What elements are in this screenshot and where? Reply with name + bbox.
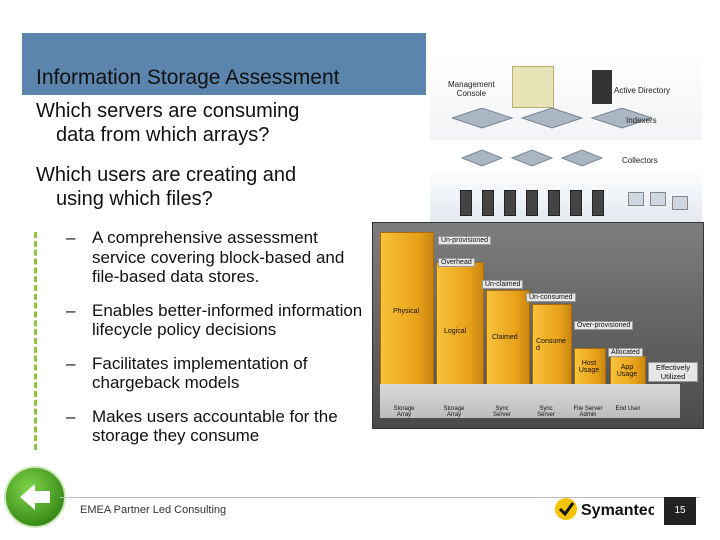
indexer-collector-network-icon bbox=[452, 108, 652, 167]
chart-icon-row bbox=[380, 384, 680, 418]
bar-claimed bbox=[486, 290, 530, 386]
architecture-diagram bbox=[430, 60, 702, 140]
question-users: Which users are creating and using which… bbox=[36, 164, 297, 210]
bullet-item: –Makes users accountable for the storage… bbox=[66, 406, 338, 446]
bar-physical bbox=[380, 232, 434, 386]
callout-overprovisioned: Over-provisioned bbox=[574, 321, 634, 330]
icon-label: Sync Server bbox=[537, 406, 555, 418]
bullet-item: –Facilitates implementation of chargebac… bbox=[66, 353, 308, 393]
indexers-label: Indexers bbox=[626, 116, 657, 125]
back-arrow-icon bbox=[20, 484, 50, 510]
server-icon bbox=[482, 190, 494, 216]
symantec-logo-mark: Symantec. bbox=[555, 498, 661, 520]
icon-label: End User bbox=[615, 406, 641, 412]
bar-consumed bbox=[532, 304, 572, 386]
server-icon bbox=[570, 190, 582, 216]
callout-overhead: Overhead bbox=[438, 258, 475, 267]
title-bar bbox=[22, 33, 426, 95]
column-label-app-usage: App Usage bbox=[616, 364, 638, 378]
icon-label: Storage Array bbox=[443, 406, 465, 418]
callout-effectively-utilized: Effectively Utilized bbox=[648, 362, 698, 382]
callout-allocated: Allocated bbox=[608, 348, 643, 357]
management-console-label: Management Console bbox=[448, 80, 495, 98]
symantec-logo: Symantec. bbox=[554, 494, 661, 529]
question-servers: Which servers are consuming data from wh… bbox=[36, 100, 300, 146]
desktop-icon bbox=[672, 196, 688, 210]
callout-unprovisioned: Un-provisioned bbox=[438, 236, 492, 245]
decorative-dash-line bbox=[34, 232, 37, 450]
server-icon bbox=[460, 190, 472, 216]
column-label-consumed: Consumed bbox=[536, 338, 566, 352]
bullet-item: –A comprehensive assessment service cove… bbox=[66, 228, 345, 286]
callout-unconsumed: Un-consumed bbox=[526, 293, 576, 302]
server-icon bbox=[504, 190, 516, 216]
bar-logical bbox=[436, 262, 484, 386]
icon-label: Storage Array bbox=[393, 406, 415, 418]
slide-title: Information Storage Assessment bbox=[36, 66, 340, 89]
column-label-claimed: Claimed bbox=[492, 334, 518, 341]
back-button[interactable] bbox=[4, 466, 66, 528]
page-number: 15 bbox=[664, 497, 696, 525]
column-label-logical: Logical bbox=[444, 328, 467, 335]
ad-server-icon bbox=[592, 70, 612, 104]
bullet-list: –A comprehensive assessment service cove… bbox=[66, 228, 366, 460]
server-icon bbox=[526, 190, 538, 216]
server-icon bbox=[548, 190, 560, 216]
collectors-label: Collectors bbox=[622, 156, 658, 165]
footer-divider bbox=[60, 497, 700, 498]
bullet-item: –Enables better-informed information lif… bbox=[66, 300, 363, 340]
icon-label: File Server Admin bbox=[573, 406, 603, 418]
desktop-icon bbox=[628, 192, 644, 206]
column-label-host-usage: Host Usage bbox=[578, 360, 600, 374]
callout-unclaimed: Un-claimed bbox=[482, 280, 524, 289]
active-directory-label: Active Directory bbox=[614, 86, 671, 95]
console-operator-icon bbox=[512, 66, 554, 108]
server-icon bbox=[592, 190, 604, 216]
desktop-icon bbox=[650, 192, 666, 206]
icon-label: Sync Server bbox=[493, 406, 511, 418]
footer-text: EMEA Partner Led Consulting bbox=[80, 504, 227, 516]
column-label-physical: Physical bbox=[393, 308, 420, 315]
svg-text:Symantec.: Symantec. bbox=[581, 502, 654, 519]
